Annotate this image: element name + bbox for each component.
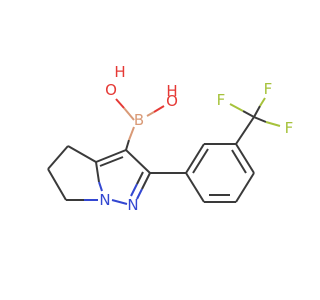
bond-ph-6-1 — [185, 172, 205, 203]
bond-n2-c2-double-n-half — [130, 183, 138, 197]
bond-c3a-c4 — [67, 145, 97, 163]
bond-ph-3-4 — [235, 143, 255, 174]
bond-c3-b-b-half — [128, 126, 135, 141]
bond-n2-c2-n-half — [136, 188, 143, 200]
bond-c3-c3a — [95, 149, 127, 163]
bond-c2-c3 — [125, 149, 151, 174]
boron-label: B — [134, 111, 144, 129]
bond-c-f-top — [253, 105, 261, 118]
bond-c4-c5 — [47, 145, 69, 170]
bond-ph-1-2-inner — [192, 148, 209, 174]
bond-ph-4-5 — [235, 172, 255, 203]
oxygen-right-label: O — [166, 92, 178, 110]
fluorine-top-label: F — [264, 80, 273, 98]
bond-b-o-left-o-half — [115, 98, 125, 109]
bond-n2-c2 — [141, 172, 151, 190]
nitrogen-ring-label: N — [127, 196, 138, 214]
fluorine-right-label: F — [285, 119, 294, 137]
atom-labels: B O H O H N N F F F — [99, 63, 293, 214]
bond-c-f-right-f-half — [265, 121, 281, 127]
bond-c-f-top-f-half — [259, 97, 266, 107]
bond-b-o-right-b-half — [146, 111, 155, 117]
hydrogen-right-label: H — [166, 82, 177, 100]
bond-n-n — [111, 199, 128, 205]
bond-c3a-n — [95, 161, 100, 183]
molecule-diagram: B O H O H N N F F F — [47, 63, 293, 214]
bonds — [47, 97, 281, 205]
bond-c-f-right — [253, 116, 267, 123]
bond-ph-1-2 — [185, 143, 205, 174]
bond-c-f-left-f-half — [229, 103, 244, 112]
nitrogen-bridge-label: N — [99, 191, 110, 209]
bond-ph-cf3 — [235, 116, 255, 145]
bond-b-o-left-b-half — [123, 107, 135, 121]
bond-c-f-left — [242, 110, 255, 118]
oxygen-left-label: O — [105, 81, 117, 99]
hydrogen-left-label: H — [114, 63, 125, 81]
bond-ph-3-4-inner — [231, 149, 247, 174]
molecule-structure: B O H O H N N F F F — [47, 63, 293, 214]
bond-c5-c6 — [47, 168, 67, 201]
bond-c3a-n-n-half — [98, 181, 103, 192]
bond-b-o-right-o-half — [153, 105, 165, 113]
bond-n2-c2-double — [136, 171, 144, 185]
bond-c3-b — [125, 139, 130, 151]
fluorine-left-label: F — [217, 91, 226, 109]
bond-c3-c3a-double — [99, 156, 124, 167]
